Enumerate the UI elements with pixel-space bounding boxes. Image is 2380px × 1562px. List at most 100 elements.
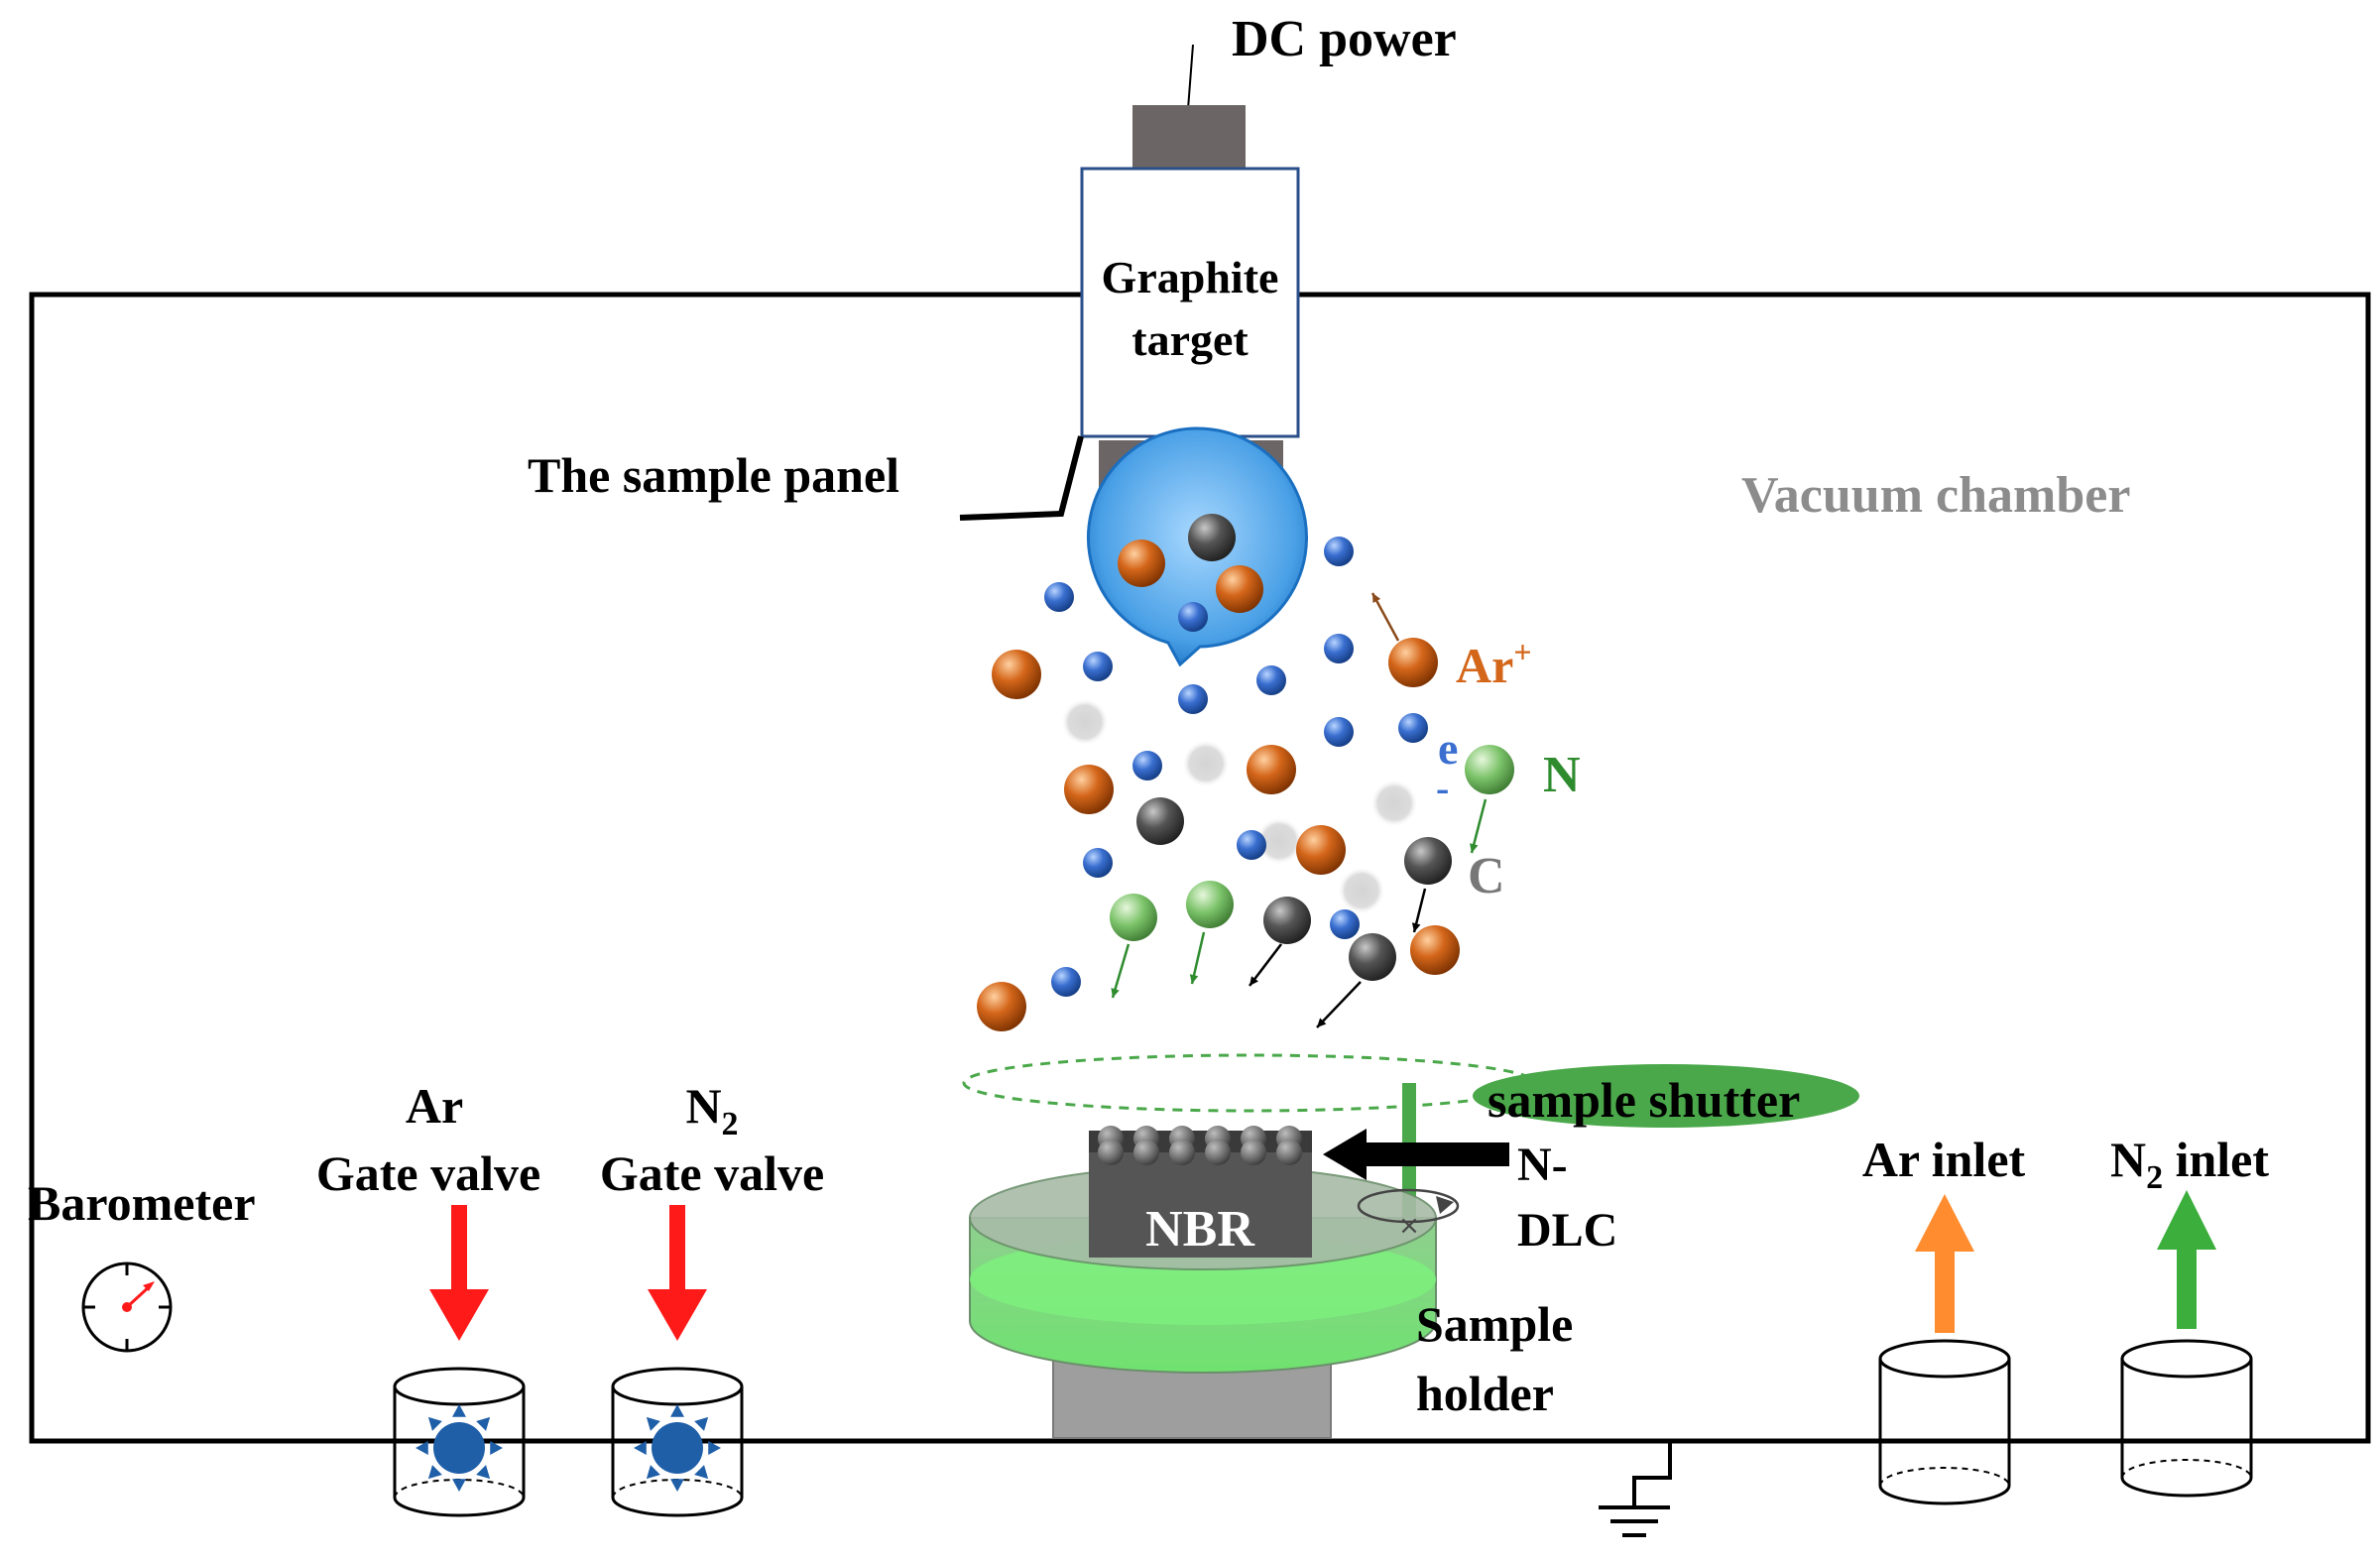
sample-shutter-label: sample shutter <box>1488 1072 1800 1128</box>
n2-gate-element: N <box>685 1078 721 1134</box>
particle-motion-arrowhead <box>1317 1018 1327 1027</box>
valve-sun-ray <box>646 1416 660 1431</box>
barometer-icon <box>81 1262 173 1353</box>
nitrogen-label: N <box>1543 747 1581 803</box>
particle-motion-arrowhead <box>1411 922 1421 932</box>
sample-shutter-disc <box>1473 1064 1859 1128</box>
carbon-particle <box>1136 797 1184 845</box>
electron-particle <box>1398 713 1428 743</box>
graphite-target-label-line1: Graphite <box>1102 252 1279 302</box>
ar-inlet-flow-arrow <box>1915 1194 1974 1333</box>
n2-inlet-label: N2 inlet <box>2110 1132 2269 1196</box>
argon-ion-particle <box>977 982 1026 1031</box>
ar-gate-flow-arrow <box>429 1205 489 1341</box>
valve-sun-ray <box>490 1441 503 1455</box>
dc-power-lead <box>1187 44 1194 110</box>
valve-sun-ray <box>427 1465 442 1480</box>
n-dlc-label-line1: N- <box>1517 1139 1568 1191</box>
ar-gate-valve-cylinder <box>393 1367 526 1517</box>
n2-gate-valve-label-line1: N2 <box>685 1078 738 1142</box>
sample-panel-label: The sample panel <box>528 447 899 503</box>
n2-gate-valve-icon <box>634 1404 721 1492</box>
carbon-particle <box>1349 933 1396 981</box>
electron-particle <box>1178 602 1208 632</box>
valve-sun-ray <box>416 1441 428 1455</box>
carbon-label: C <box>1468 848 1505 904</box>
ar-inlet-label: Ar inlet <box>1862 1132 2026 1187</box>
n-dlc-film-particle <box>1276 1140 1302 1165</box>
n2-gate-valve-label-line2: Gate valve <box>600 1145 824 1201</box>
electron-particle <box>1044 582 1074 612</box>
n2-gate-valve-cylinder <box>611 1367 744 1517</box>
n2-inlet-subscript: 2 <box>2146 1159 2163 1196</box>
vacuum-chamber-label: Vacuum chamber <box>1741 467 2130 524</box>
valve-sun-ray <box>476 1465 491 1480</box>
argon-ion-charge: + <box>1513 634 1531 669</box>
carbon-particle <box>1263 897 1311 944</box>
graphite-target-box <box>1080 167 1300 438</box>
argon-ion-particle <box>1410 925 1460 975</box>
n-dlc-film-particle <box>1133 1140 1159 1165</box>
nbr-label: NBR <box>1145 1201 1255 1258</box>
nbr-substrate <box>1089 1148 1312 1258</box>
particle-cloud <box>977 514 1514 1031</box>
n2-inlet-flow-arrow <box>2157 1190 2216 1329</box>
n-dlc-film-particle <box>1169 1140 1195 1165</box>
n-dlc-film-particles <box>1098 1126 1302 1165</box>
electron-particle <box>1237 830 1266 860</box>
valve-sun-ray <box>452 1479 466 1492</box>
argon-ion-particle <box>1296 825 1346 875</box>
valve-sun-ray <box>670 1479 684 1492</box>
n-dlc-film-particle <box>1205 1140 1231 1165</box>
rotation-indicator-arrowhead <box>1436 1196 1454 1214</box>
valve-sun-ray <box>708 1441 721 1455</box>
particle-motion-arrowhead <box>1189 974 1199 984</box>
graphite-target-label-line2: target <box>1131 314 1249 365</box>
rotation-indicator <box>1357 1188 1460 1224</box>
n-dlc-label-line2: DLC <box>1517 1204 1617 1257</box>
electron-particle <box>1330 909 1360 939</box>
rotation-pivot-mark: × <box>1398 1211 1420 1241</box>
sample-panel-leader <box>959 435 1084 521</box>
particle-motion-arrowhead <box>1372 593 1381 603</box>
dc-power-connector <box>1132 105 1246 171</box>
ground-symbol <box>1599 1443 1672 1537</box>
valve-sun-ray <box>670 1404 684 1417</box>
carbon-particle <box>1188 514 1236 561</box>
particle-motion-arrow <box>1470 798 1488 854</box>
n-dlc-film-particle <box>1241 1140 1266 1165</box>
carbon-particle <box>1404 837 1452 885</box>
argon-ion-symbol: Ar <box>1456 638 1513 693</box>
ar-gate-valve-label-line1: Ar <box>406 1078 463 1134</box>
barometer-label: Barometer <box>28 1175 256 1231</box>
n2-gate-subscript: 2 <box>722 1106 739 1142</box>
electron-particle <box>1178 684 1208 714</box>
sample-holder-label-line2: holder <box>1416 1366 1554 1421</box>
electron-particle <box>1324 717 1354 747</box>
ar-inlet-cylinder <box>1878 1339 2011 1505</box>
nitrogen-particle <box>1110 894 1157 941</box>
particle-motion-arrowhead <box>1250 976 1258 986</box>
n2-inlet-word: inlet <box>2163 1132 2269 1187</box>
ar-gate-valve-label-line2: Gate valve <box>316 1145 540 1201</box>
electron-particle <box>1324 537 1354 566</box>
argon-ion-particle <box>1247 745 1296 794</box>
n2-inlet-element: N <box>2110 1132 2146 1187</box>
particle-motion-arrow <box>1111 943 1130 999</box>
valve-sun-ray <box>646 1465 660 1480</box>
electron-label: e <box>1438 723 1458 774</box>
electron-particle <box>1083 848 1113 878</box>
argon-ion-particle <box>1118 540 1165 587</box>
valve-sun-ray <box>476 1416 491 1431</box>
ar-gate-valve-icon <box>416 1404 503 1492</box>
electron-particle <box>1256 665 1286 695</box>
electron-particle <box>1051 967 1081 997</box>
blurred-particle <box>1061 698 1109 746</box>
argon-ion-particle <box>992 650 1041 699</box>
particle-motion-arrowhead <box>1111 988 1120 998</box>
particle-motion-arrow <box>1370 592 1400 642</box>
blurred-particle <box>1370 780 1418 827</box>
argon-ion-particle <box>1388 638 1438 687</box>
valve-sun-ray <box>452 1404 466 1417</box>
